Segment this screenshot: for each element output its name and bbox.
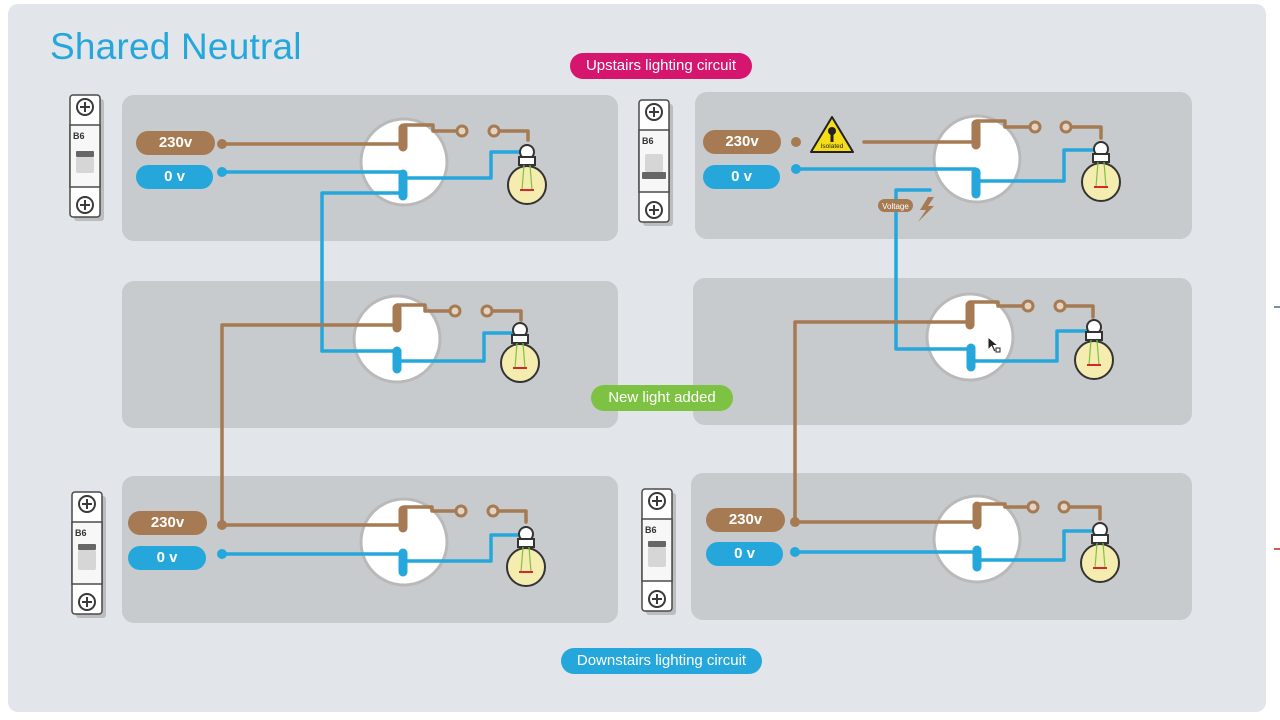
- isolated-label: Isolated: [821, 143, 844, 150]
- breaker-rating: B6: [73, 131, 85, 141]
- neutral-supply-label: 0 v: [706, 542, 783, 566]
- ceiling-rose: [359, 497, 449, 587]
- breaker-rating: B6: [642, 136, 654, 146]
- live-terminals: [392, 119, 982, 533]
- new-light-label: New light added: [591, 385, 733, 411]
- window-edge: [1272, 0, 1280, 720]
- lightning-icon: [918, 197, 934, 222]
- breaker-downstairs-right: B6: [641, 488, 677, 616]
- downstairs-circuit-label: Downstairs lighting circuit: [561, 648, 762, 674]
- voltage-indicator: Voltage: [878, 197, 934, 222]
- breaker-rating: B6: [645, 525, 657, 535]
- neutral-wiring: [220, 148, 1102, 563]
- wire-endpoints: [217, 137, 801, 559]
- mouse-cursor-icon: [987, 335, 1001, 353]
- upstairs-circuit-label: Upstairs lighting circuit: [570, 53, 752, 79]
- breaker-upstairs-right: B6: [638, 99, 674, 227]
- neutral-supply-label: 0 v: [128, 546, 206, 570]
- live-wiring: [220, 119, 1103, 527]
- ceiling-rose: [359, 117, 449, 207]
- breaker-upstairs-left: B6: [69, 94, 105, 222]
- breaker-downstairs-left: B6: [71, 491, 107, 619]
- page-title: Shared Neutral: [50, 26, 302, 67]
- edge-mark: [1274, 306, 1280, 308]
- live-supply-label: 230v: [706, 508, 785, 532]
- switch-contacts: [448, 120, 1073, 518]
- breaker-rating: B6: [75, 528, 87, 538]
- live-supply-label: 230v: [136, 131, 215, 155]
- voltage-label: Voltage: [882, 202, 909, 211]
- live-supply-label: 230v: [703, 130, 781, 154]
- neutral-terminals: [392, 167, 982, 577]
- neutral-supply-label: 0 v: [703, 165, 780, 189]
- isolated-warning-icon: Isolated: [810, 116, 854, 153]
- live-supply-label: 230v: [128, 511, 207, 535]
- edge-mark: [1274, 548, 1280, 550]
- neutral-supply-label: 0 v: [136, 165, 213, 189]
- ceiling-rose: [925, 292, 1015, 382]
